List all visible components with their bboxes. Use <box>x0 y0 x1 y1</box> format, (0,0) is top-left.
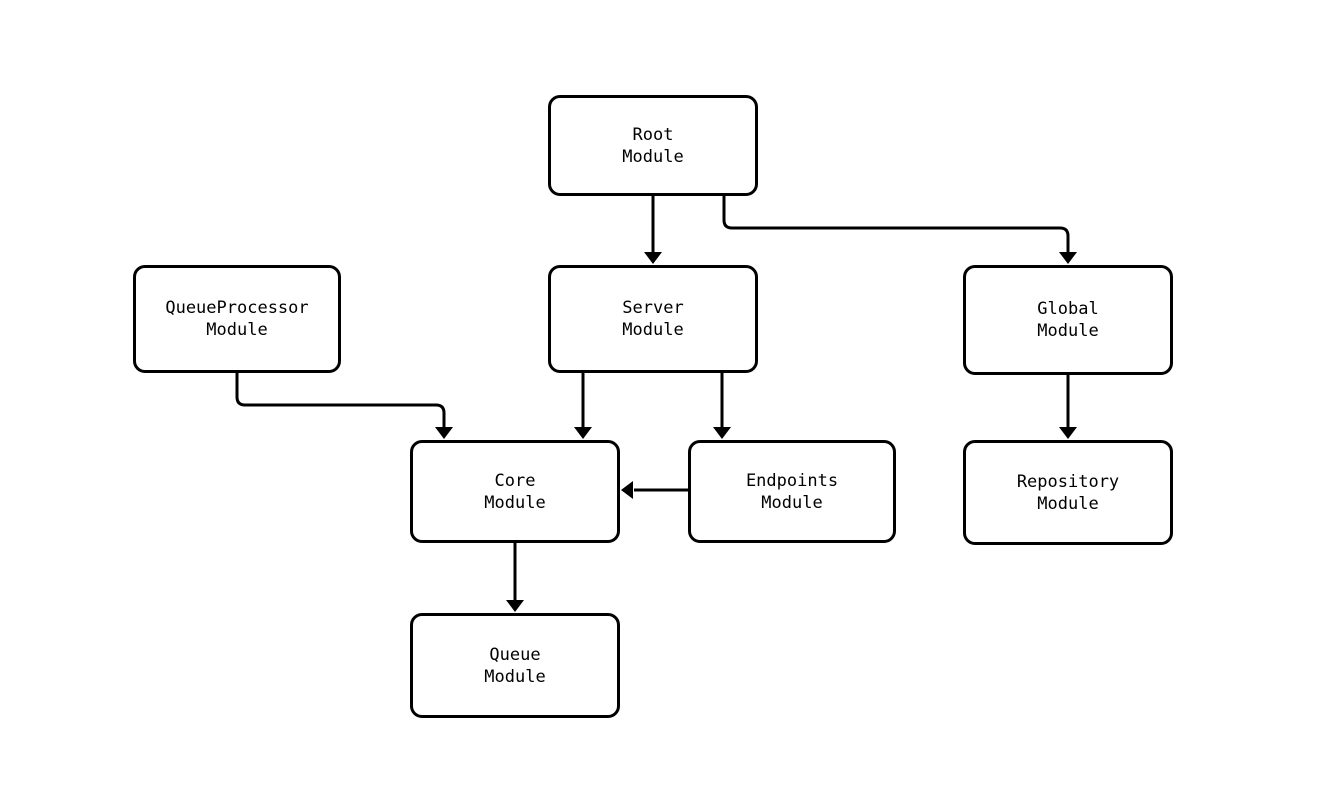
edge-root-to-global <box>722 196 1070 252</box>
node-queue[interactable]: Queue Module <box>410 613 620 718</box>
arrowhead-endpoints-to-core <box>621 481 633 499</box>
node-endpoints[interactable]: Endpoints Module <box>688 440 896 543</box>
node-global-label: Global Module <box>1037 299 1099 341</box>
node-global[interactable]: Global Module <box>963 265 1173 375</box>
arrowhead-root-to-server <box>644 252 662 264</box>
arrowhead-core-to-queue <box>506 600 524 612</box>
arrowhead-global-to-repository <box>1059 427 1077 439</box>
arrowhead-server-to-endpoints <box>713 427 731 439</box>
edge-queueprocessor-to-core <box>235 373 446 427</box>
node-server[interactable]: Server Module <box>548 265 758 373</box>
node-queue-label: Queue Module <box>484 644 546 687</box>
node-endpoints-label: Endpoints Module <box>745 470 839 513</box>
arrowhead-root-to-global <box>1059 252 1077 264</box>
node-repository[interactable]: Repository Module <box>963 440 1173 545</box>
arrowhead-queueprocessor-to-core <box>435 427 453 439</box>
node-core-label: Core Module <box>484 470 546 513</box>
arrowhead-server-to-core <box>574 427 592 439</box>
node-server-label: Server Module <box>622 298 684 340</box>
node-root-label: Root Module <box>622 124 684 167</box>
node-queueprocessor[interactable]: QueueProcessor Module <box>133 265 341 373</box>
node-queueprocessor-label: QueueProcessor Module <box>165 298 309 340</box>
node-repository-label: Repository Module <box>1016 471 1120 514</box>
node-core[interactable]: Core Module <box>410 440 620 543</box>
node-root[interactable]: Root Module <box>548 95 758 196</box>
